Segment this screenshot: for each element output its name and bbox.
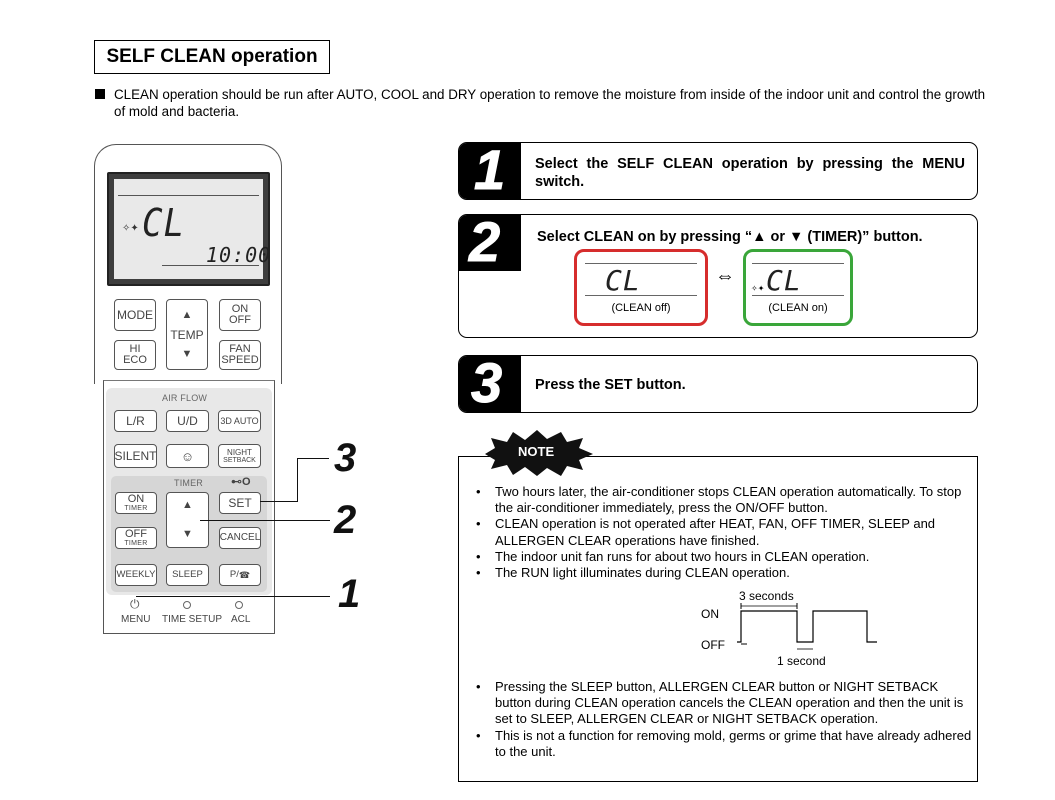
note-box: Two hours later, the air-conditioner sto… — [458, 456, 978, 782]
silent-button[interactable]: SILENT — [114, 444, 157, 468]
timer-label: TIMER — [174, 478, 203, 488]
up-triangle-icon: ▲ — [181, 308, 193, 321]
step-1-box: 1 Select the SELF CLEAN operation by pre… — [458, 142, 978, 200]
note-badge-icon — [485, 430, 593, 476]
intro-text: CLEAN operation should be run after AUTO… — [114, 87, 986, 119]
note-item: Pressing the SLEEP button, ALLERGEN CLEA… — [473, 679, 973, 728]
step-1-number: 1 — [473, 142, 506, 200]
time-setup-hole[interactable] — [183, 601, 191, 609]
callout-line-2 — [200, 520, 330, 521]
temp-button[interactable]: ▲ TEMP ▼ — [166, 299, 208, 370]
note-item: The indoor unit fan runs for about two h… — [473, 549, 973, 565]
note-list-2: Pressing the SLEEP button, ALLERGEN CLEA… — [473, 679, 973, 760]
step-2-number: 2 — [468, 214, 501, 274]
cancel-button[interactable]: CANCEL — [219, 527, 261, 549]
airflow-label: AIR FLOW — [162, 393, 208, 403]
timing-on-label: ON — [701, 607, 719, 621]
timer-up-icon: ▲ — [182, 499, 193, 511]
callout-number-3: 3 — [334, 436, 357, 480]
sparkle-icon: ✧✦ — [122, 223, 139, 234]
step-2-box: 2 Select CLEAN on by pressing “▲ or ▼ (T… — [458, 214, 978, 338]
toggle-arrow-icon: ⇔ — [715, 265, 735, 287]
set-button[interactable]: SET — [219, 492, 261, 514]
mode-button[interactable]: MODE — [114, 299, 156, 331]
acl-hole[interactable] — [235, 601, 243, 609]
sleep-button[interactable]: SLEEP — [166, 564, 209, 586]
clean-on-label: (CLEAN on) — [768, 302, 828, 314]
step-2-text: Select CLEAN on by pressing “▲ or ▼ (TIM… — [537, 229, 923, 245]
note-item: The RUN light illuminates during CLEAN o… — [473, 565, 973, 581]
timer-down-icon: ▼ — [182, 528, 193, 540]
bullet-square-icon — [95, 89, 105, 99]
callout-line-3 — [297, 458, 329, 459]
power-icon: ⏻ — [130, 597, 140, 611]
note-item: Two hours later, the air-conditioner sto… — [473, 484, 973, 516]
weekly-button[interactable]: WEEKLY — [115, 564, 157, 586]
3d-auto-button[interactable]: 3D AUTO — [218, 410, 261, 432]
lcd-time-text: 10:00 — [206, 243, 272, 267]
clean-on-sparkle-icon: ✧✦ — [751, 284, 765, 293]
clean-off-label: (CLEAN off) — [611, 302, 671, 314]
run-light-timing-diagram — [737, 603, 877, 650]
lcd-mode-text: CL — [142, 201, 185, 245]
intro-paragraph: CLEAN operation should be run after AUTO… — [95, 86, 995, 120]
note-badge-text: NOTE — [518, 444, 555, 459]
step-3-box: 3 Press the SET button. — [458, 355, 978, 413]
lr-button[interactable]: L/R — [114, 410, 157, 432]
clean-off-lcd-text: CL — [605, 264, 641, 297]
face-icon: ☺ — [180, 448, 195, 464]
page-title: SELF CLEAN operation — [94, 40, 330, 74]
ud-button[interactable]: U/D — [166, 410, 209, 432]
timing-three-seconds: 3 seconds — [739, 589, 794, 603]
clean-off-display: CL (CLEAN off) — [574, 249, 708, 326]
note-list: Two hours later, the air-conditioner sto… — [473, 484, 973, 581]
time-setup-label: TIME SETUP — [162, 614, 223, 625]
callout-number-1: 1 — [338, 572, 361, 616]
clean-on-lcd-text: CL — [766, 264, 802, 297]
callout-line-3-vert — [297, 458, 298, 502]
menu-label: MENU — [121, 614, 151, 625]
step-3-number: 3 — [470, 355, 503, 413]
note-item: This is not a function for removing mold… — [473, 728, 973, 760]
key-lock-icon: ⊷O — [231, 476, 251, 488]
note-item: CLEAN operation is not operated after HE… — [473, 516, 973, 548]
step-3-text: Press the SET button. — [535, 377, 686, 393]
down-triangle-icon: ▼ — [181, 347, 193, 360]
step-1-text: Select the SELF CLEAN operation by press… — [535, 156, 965, 190]
timing-off-label: OFF — [701, 638, 725, 652]
remote-lcd: ✧✦ CL 10:00 — [107, 172, 270, 286]
p-button[interactable]: P/☎ — [219, 564, 261, 586]
i-see-button[interactable]: ☺ — [166, 444, 209, 468]
callout-number-2: 2 — [334, 498, 357, 542]
clean-on-display: ✧✦ CL (CLEAN on) — [743, 249, 853, 326]
callout-line-3-bottom — [260, 501, 298, 502]
acl-label: ACL — [231, 614, 251, 625]
callout-line-1 — [136, 596, 330, 597]
remote-signal-icon: ☎ — [238, 569, 251, 580]
timing-one-second: 1 second — [777, 654, 826, 668]
